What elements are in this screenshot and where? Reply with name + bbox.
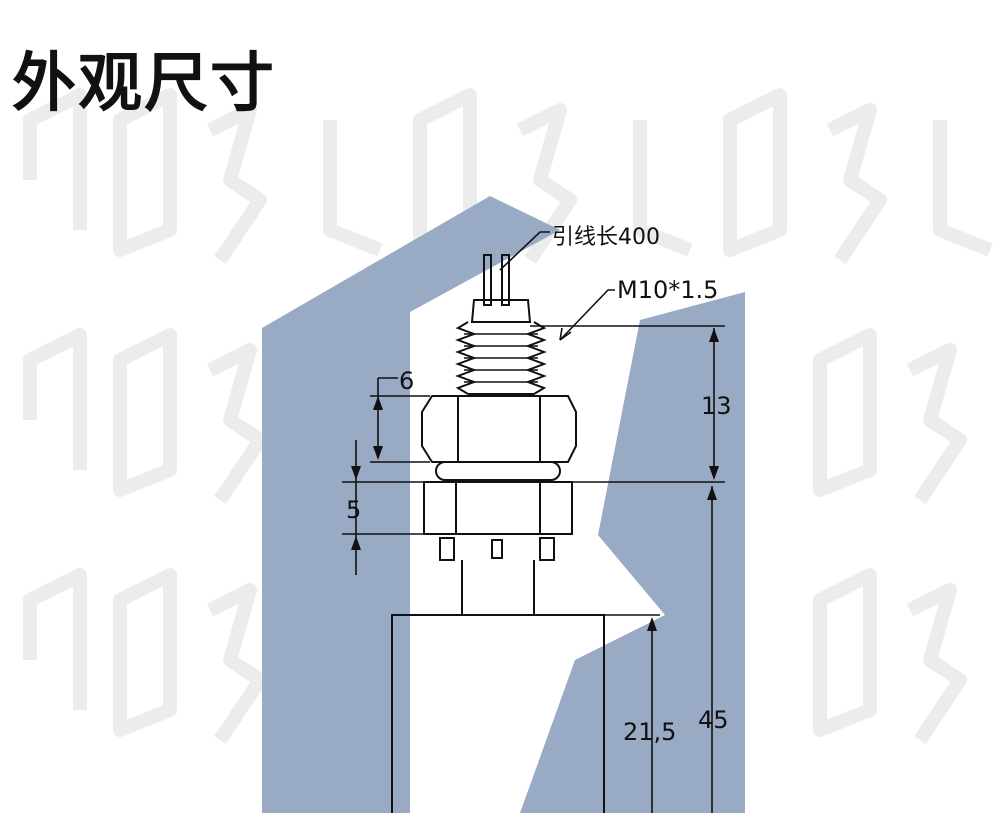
dimension-lines <box>342 231 725 813</box>
lower-hex <box>423 481 573 535</box>
thread-spec-label: M10*1.5 <box>617 276 718 304</box>
washer <box>435 461 561 481</box>
page-title: 外观尺寸 <box>12 47 276 121</box>
lead-length-label: 引线长400 <box>552 225 660 250</box>
lead-wire-left <box>483 254 492 306</box>
dim-13-label: 13 <box>701 392 732 420</box>
hex-nut <box>421 395 577 463</box>
dim-21-5-label: 21,5 <box>623 718 676 746</box>
dim-45-label: 45 <box>698 706 729 734</box>
dim-6-label: 6 <box>399 367 414 395</box>
sensor-outline <box>391 254 605 813</box>
logo-shapes <box>262 196 745 813</box>
lower-housing <box>391 614 605 813</box>
logo-right-shape <box>520 292 745 813</box>
dimension-arrows <box>351 328 719 631</box>
dim-5-label: 5 <box>346 496 361 524</box>
lead-wire-right <box>501 254 510 306</box>
logo-left-shape <box>262 196 560 813</box>
